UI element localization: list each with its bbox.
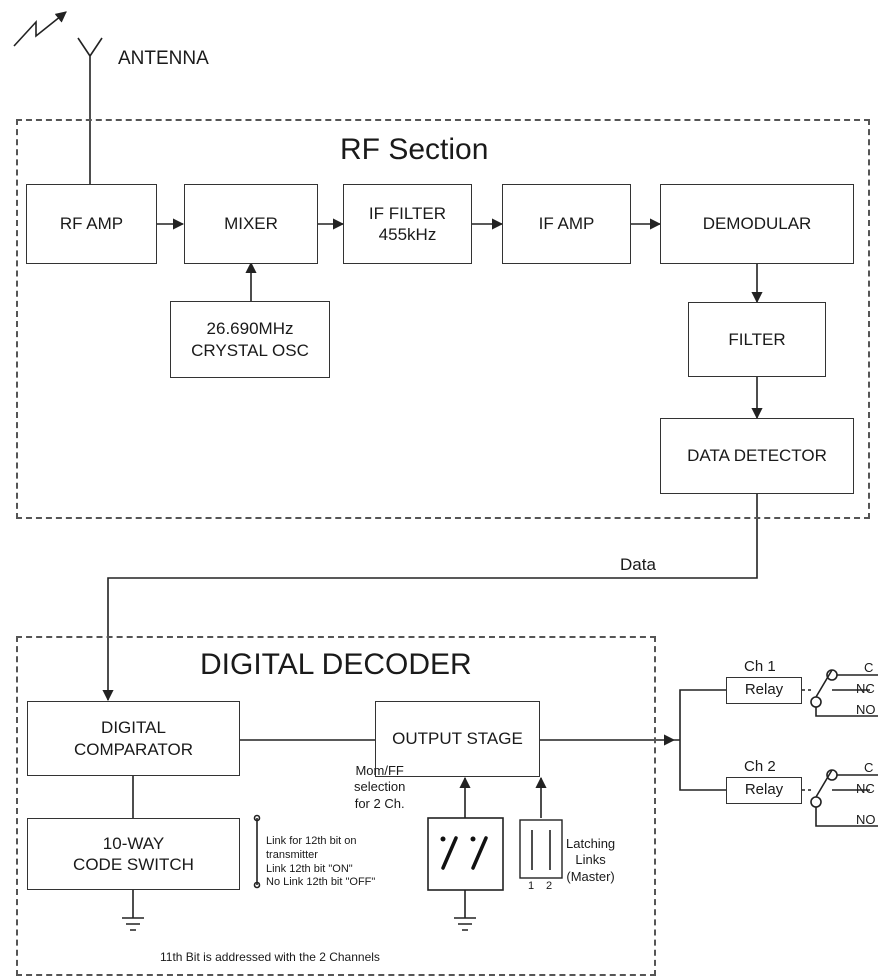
digital-decoder-section	[16, 636, 656, 976]
rf-section-title: RF Section	[340, 133, 489, 166]
channel-label: Ch 2	[744, 758, 776, 775]
contact-label: NO	[856, 812, 876, 827]
contact-label: NC	[856, 681, 875, 696]
contact-label: C	[864, 760, 874, 775]
contact-label: C	[864, 660, 874, 675]
digital-decoder-title: DIGITAL DECODER	[200, 648, 472, 681]
latching-links-box	[519, 819, 563, 879]
digital-comparator-block: DIGITAL COMPARATOR	[27, 701, 240, 776]
rf-section	[16, 119, 870, 519]
code-switch-block: 10-WAY CODE SWITCH	[27, 818, 240, 890]
link-number: 2	[546, 880, 553, 892]
contact-label: NC	[856, 781, 875, 796]
data-detector-block: DATA DETECTOR	[660, 418, 854, 494]
relay-block: Relay	[726, 677, 802, 704]
crystal-osc-block: 26.690MHz CRYSTAL OSC	[170, 301, 330, 378]
channel-label: Ch 1	[744, 658, 776, 675]
filter-block: FILTER	[688, 302, 826, 377]
link-note: Link for 12th bit on transmitter Link 12…	[266, 835, 376, 889]
ground-icon	[122, 890, 144, 931]
demodular-block: DEMODULAR	[660, 184, 854, 264]
eleventh-bit-note: 11th Bit is addressed with the 2 Channel…	[160, 950, 380, 964]
mom-ff-switch	[427, 817, 504, 891]
latching-link-icon	[531, 830, 551, 870]
mom-ff-note: Mom/FF selection for 2 Ch.	[354, 763, 406, 811]
ground-icon	[454, 890, 476, 931]
antenna-label: ANTENNA	[118, 48, 209, 69]
signal-icon	[13, 11, 67, 47]
latching-links-note: Latching Links (Master)	[566, 836, 616, 884]
if-amp-block: IF AMP	[502, 184, 631, 264]
relay-block: Relay	[726, 777, 802, 804]
data-label: Data	[620, 555, 656, 574]
link-number: 1	[528, 880, 535, 892]
contact-label: NO	[856, 702, 876, 717]
rf-amp-block: RF AMP	[26, 184, 157, 264]
output-stage-block: OUTPUT STAGE	[375, 701, 540, 777]
mixer-block: MIXER	[184, 184, 318, 264]
if-filter-block: IF FILTER 455kHz	[343, 184, 472, 264]
